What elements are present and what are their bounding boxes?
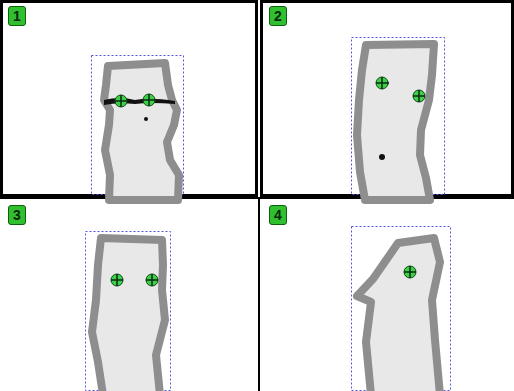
crosshair-marker (115, 95, 127, 107)
crosshair-marker (146, 274, 158, 286)
crosshair-marker (111, 274, 123, 286)
foot-silhouettes (92, 44, 440, 391)
crosshair-markers (111, 77, 425, 286)
foot-silhouette (357, 44, 434, 200)
foot-silhouette (104, 63, 179, 200)
callout-number: 3 (8, 205, 26, 225)
foot-silhouette (92, 238, 165, 391)
dark-spot (379, 154, 385, 160)
callout-number: 1 (8, 6, 26, 26)
crosshair-marker (376, 77, 388, 89)
divider-line (0, 197, 514, 199)
crosshair-marker (143, 94, 155, 106)
callout-number: 4 (269, 205, 287, 225)
crosshair-marker (413, 90, 425, 102)
callout-number: 2 (269, 6, 287, 26)
divider-line (258, 198, 260, 391)
dark-spots (104, 80, 389, 160)
dark-spot (144, 117, 148, 121)
crosshair-marker (404, 266, 416, 278)
foot-silhouette (357, 238, 440, 391)
